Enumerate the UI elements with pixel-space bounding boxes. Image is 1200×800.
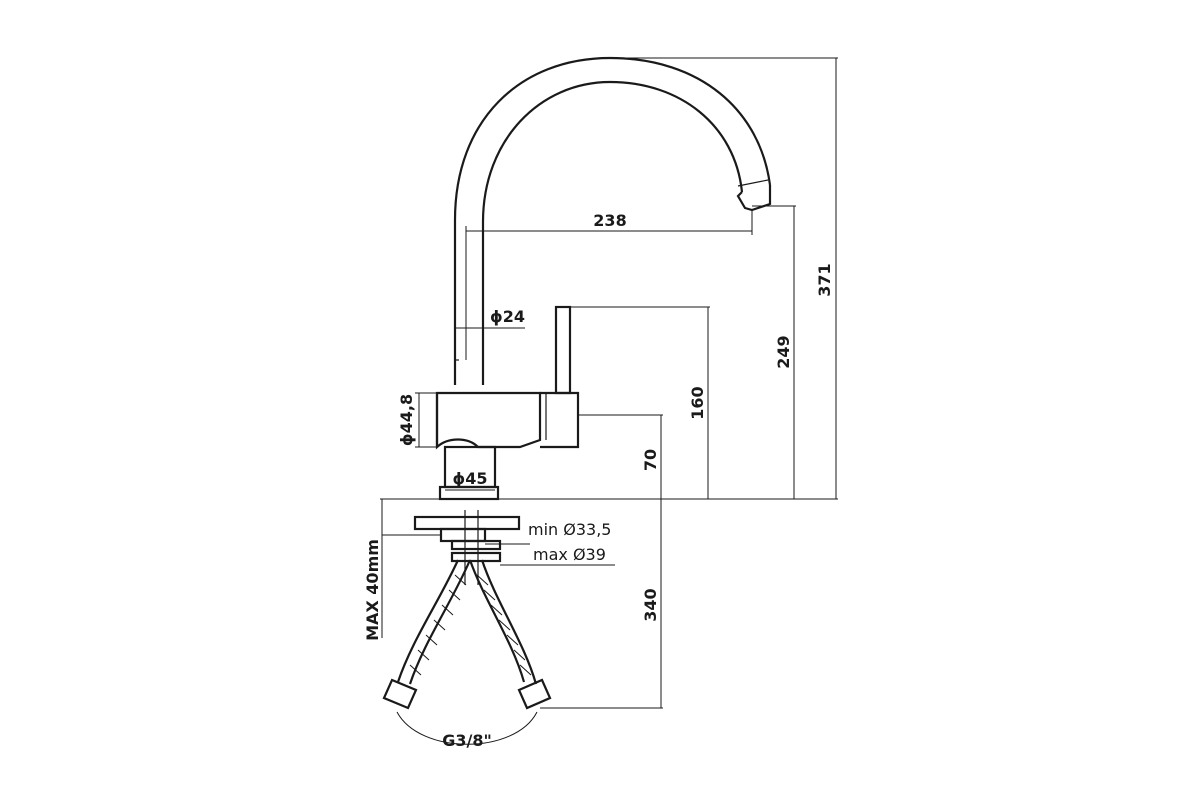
dim-total-height: 371: [815, 263, 834, 296]
dim-connector: G3/8": [442, 731, 492, 750]
dim-spout-height: 249: [774, 335, 793, 368]
mounting-hardware: [413, 510, 521, 585]
dim-hole-max: max Ø39: [533, 545, 606, 564]
dim-below-deck: 340: [641, 588, 660, 621]
dimension-lines: [380, 57, 838, 745]
dim-lever-height: 160: [688, 386, 707, 419]
dim-spout-diameter: ϕ24: [490, 307, 525, 326]
dim-base-diameter: ϕ45: [452, 469, 487, 488]
dim-body-diameter: ϕ44,8: [397, 394, 416, 446]
supply-hoses: [382, 559, 552, 710]
dim-deck-max: MAX 40mm: [363, 539, 382, 641]
dim-hole-min: min Ø33,5: [528, 520, 611, 539]
faucet-outline: [435, 56, 772, 501]
dim-reach: 238: [593, 211, 626, 230]
dim-body-height: 70: [641, 449, 660, 471]
